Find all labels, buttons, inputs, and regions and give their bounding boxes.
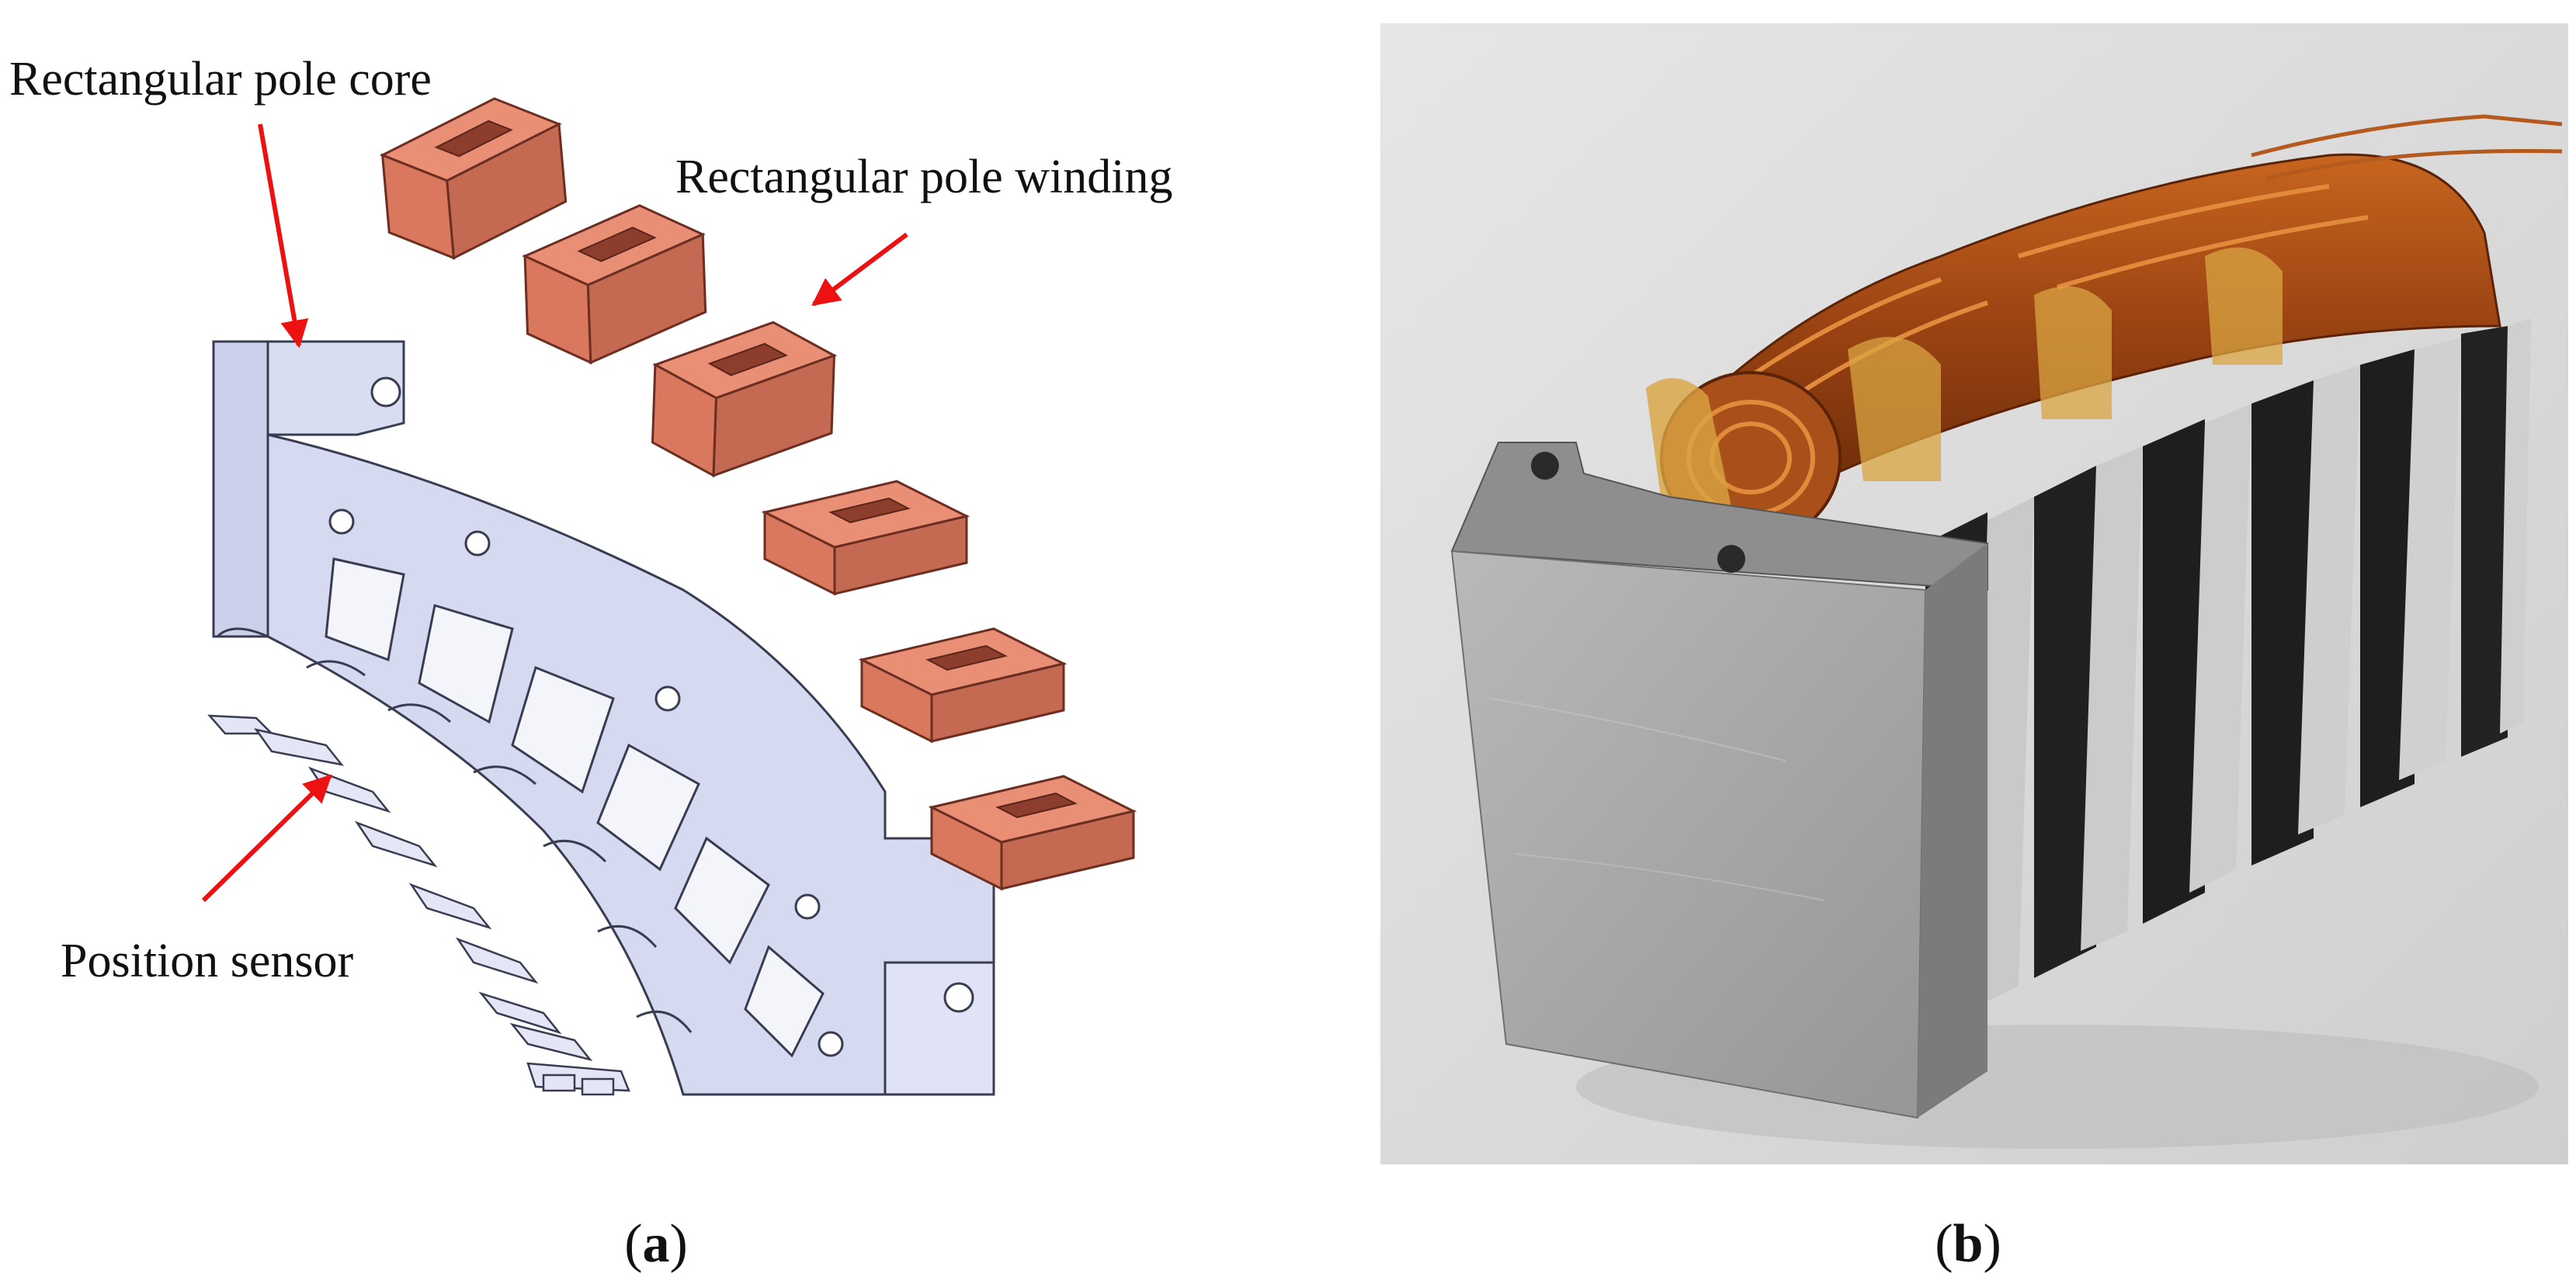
label-position-sensor: Position sensor [61,935,354,987]
pole-core-illustration [212,340,995,1096]
copper-windings [1646,114,2563,559]
arrow-pole-winding [811,232,908,307]
panel-a: Rectangular pole core Rectangular pole w… [9,53,1173,1274]
label-pole-winding: Rectangular pole winding [675,151,1173,203]
label-pole-core: Rectangular pole core [9,53,432,106]
label-arrows [201,123,908,903]
arrow-position-sensor [201,774,332,903]
aluminum-end-block [1450,442,1988,1119]
caption-a: (a) [624,1214,688,1274]
arrow-pole-core [258,123,309,349]
caption-b: (b) [1935,1214,2001,1274]
panel-b: (b) [1380,23,2568,1274]
prototype-photo [1380,23,2568,1164]
